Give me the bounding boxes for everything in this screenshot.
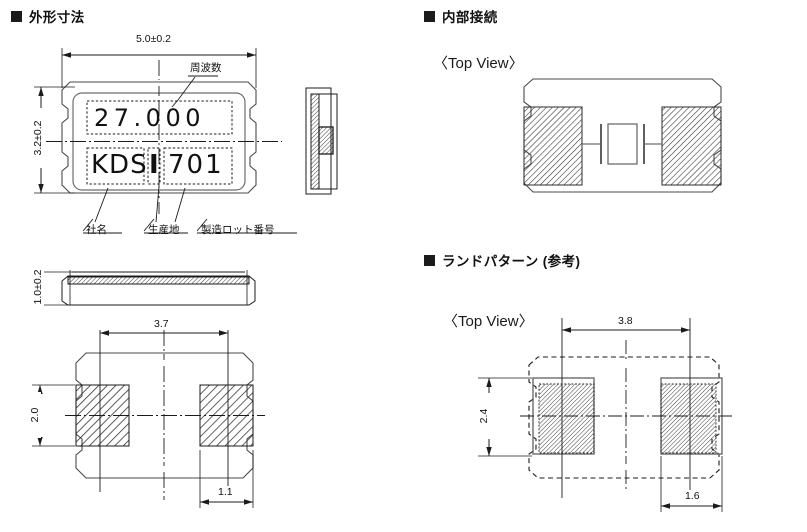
dimension-outline-height: 3.2±0.2: [32, 108, 44, 168]
marking-lot-number: 701: [168, 150, 224, 180]
section-heading-outline: 外形寸法: [11, 6, 85, 26]
view-label-internal-top-view: 〈Top View〉: [433, 55, 524, 72]
dimension-outline-width: 5.0±0.2: [134, 33, 173, 45]
section-heading-internal: 内部接続: [424, 6, 498, 26]
marking-company: KDS: [91, 150, 148, 180]
bullet-square-icon: [424, 254, 435, 266]
dimension-side-thickness: 1.0±0.2: [32, 257, 44, 317]
dimension-pad-width: 1.1: [216, 486, 235, 498]
section-title-outline: 外形寸法: [29, 10, 85, 25]
marking-production-site: I: [149, 150, 159, 180]
dimension-pad-pitch: 3.7: [152, 318, 171, 330]
callout-company-name: 社名: [86, 224, 107, 236]
callout-frequency: 周波数: [190, 62, 222, 74]
dimension-land-width: 1.6: [683, 490, 702, 502]
dimension-pad-height: 2.0: [29, 392, 41, 438]
section-heading-land: ランドパターン (参考): [424, 250, 580, 270]
callout-lot-number: 製造ロット番号: [201, 224, 275, 236]
marking-frequency: 27.000: [94, 104, 205, 132]
callout-production-site: 生産地: [148, 224, 180, 236]
section-title-internal: 内部接続: [442, 10, 498, 25]
section-title-land: ランドパターン (参考): [442, 254, 581, 269]
view-label-land-top-view: 〈Top View〉: [443, 313, 534, 330]
bullet-square-icon: [424, 10, 435, 22]
dimension-land-pitch: 3.8: [616, 315, 635, 327]
dimension-land-height: 2.4: [478, 393, 490, 439]
bullet-square-icon: [11, 10, 22, 22]
